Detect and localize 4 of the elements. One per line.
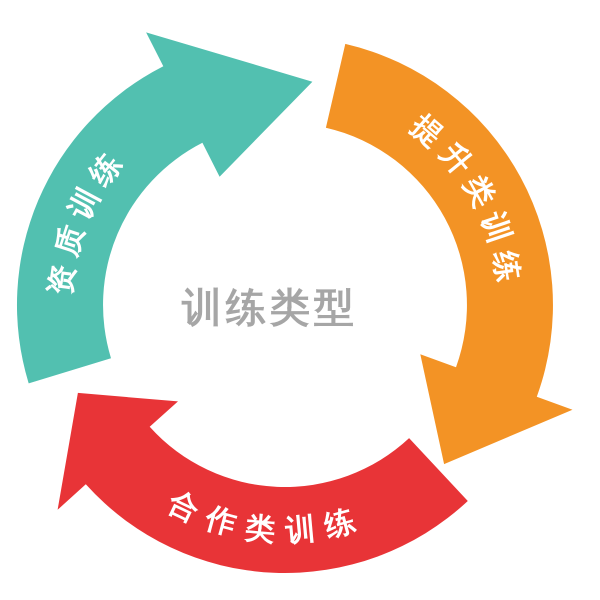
center-title: 训练类型 [180,283,359,333]
band-label: 资质训练 [42,139,135,297]
band-label: 提升类训练 [404,108,528,294]
band-label: 合作类训练 [163,484,369,548]
